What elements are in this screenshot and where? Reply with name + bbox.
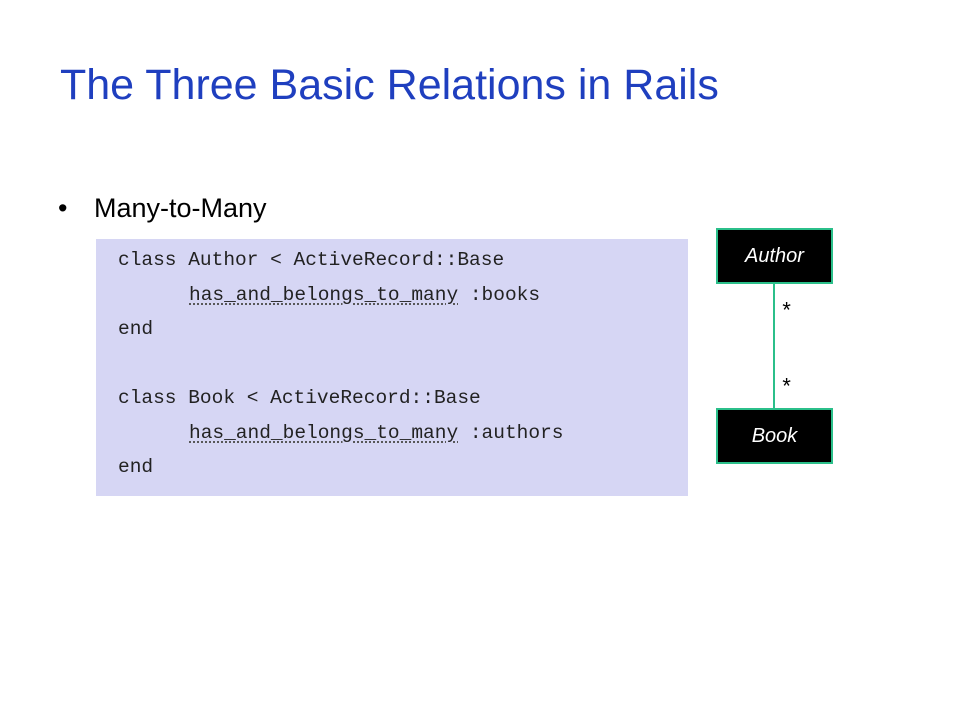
code-line-5: has_and_belongs_to_many :authors bbox=[189, 422, 564, 444]
bullet-item: • Many-to-Many bbox=[58, 192, 267, 224]
code-block: class Author < ActiveRecord::Base has_an… bbox=[96, 239, 688, 496]
code-method-1: has_and_belongs_to_many bbox=[189, 284, 459, 306]
code-method-2: has_and_belongs_to_many bbox=[189, 422, 459, 444]
uml-class-author: Author bbox=[716, 228, 833, 284]
multiplicity-bottom: * bbox=[780, 376, 794, 401]
code-arg-1: :books bbox=[458, 284, 541, 306]
code-line-1: class Author < ActiveRecord::Base bbox=[118, 249, 505, 271]
code-line-6: end bbox=[118, 456, 154, 478]
association-line bbox=[773, 284, 775, 408]
code-arg-2: :authors bbox=[458, 422, 564, 444]
slide-title: The Three Basic Relations in Rails bbox=[60, 61, 719, 109]
code-line-4: class Book < ActiveRecord::Base bbox=[118, 387, 481, 409]
bullet-marker: • bbox=[58, 193, 68, 223]
code-line-3: end bbox=[118, 318, 154, 340]
bullet-text: Many-to-Many bbox=[94, 193, 267, 223]
code-line-2: has_and_belongs_to_many :books bbox=[189, 284, 541, 306]
uml-class-book: Book bbox=[716, 408, 833, 464]
multiplicity-top: * bbox=[780, 300, 794, 325]
